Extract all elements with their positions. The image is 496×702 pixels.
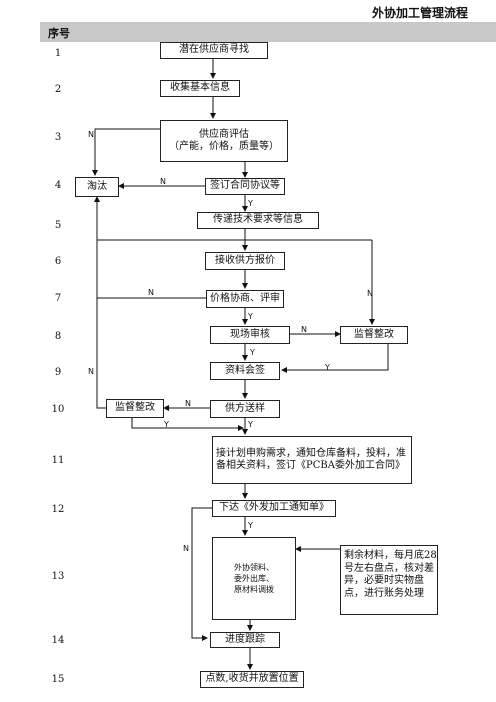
- material-line-2: 委外出库、: [234, 573, 274, 583]
- supervise-fix-right-step: 监督整改: [340, 326, 408, 344]
- row-number: 1: [54, 48, 62, 59]
- edge-label-yes: Y: [164, 420, 169, 429]
- edge-label-no: N: [367, 289, 373, 298]
- issue-notice-step: 下达《外发加工通知单》: [212, 500, 336, 517]
- row-number: 10: [51, 404, 65, 415]
- evaluate-title: 供应商评估: [199, 128, 249, 140]
- edge-label-yes: Y: [325, 363, 330, 372]
- receive-quote-step: 接收供方报价: [205, 252, 285, 270]
- progress-tracking-step: 进度跟踪: [210, 632, 280, 648]
- edge-label-no: N: [88, 130, 94, 139]
- edge-label-yes: Y: [248, 420, 253, 429]
- material-line-3: 原材料调拨: [234, 585, 274, 595]
- negotiate-price-step: 价格协商、评审: [206, 290, 284, 308]
- row-number: 14: [51, 635, 65, 646]
- site-audit-step: 现场审核: [210, 326, 290, 344]
- row-number: 5: [54, 220, 62, 231]
- evaluate-supplier-step: 供应商评估 （产能，价格，质量等）: [160, 120, 288, 162]
- edge-label-yes: Y: [250, 348, 255, 357]
- row-number: 9: [54, 367, 62, 378]
- edge-label-no: N: [183, 544, 189, 553]
- row-number: 15: [51, 674, 65, 685]
- row-number: 8: [54, 331, 62, 342]
- edge-label-no: N: [148, 288, 154, 297]
- evaluate-criteria: （产能，价格，质量等）: [169, 141, 279, 152]
- leftover-material-note: 剩余材料，每月底28号左右盘点，核对差异，必要时实物盘点，进行账务处理: [340, 545, 438, 615]
- countersign-step: 资料会签: [210, 362, 280, 380]
- sequence-column-header: 序号: [48, 27, 70, 40]
- purchase-request-step: 接计划申购需求，通知仓库备料，投料，准备相关资料，签订《PCBA委外加工合同》: [212, 436, 412, 484]
- pass-tech-requirements-step: 传递技术要求等信息: [197, 212, 319, 229]
- edge-label-no: N: [301, 325, 307, 334]
- eliminate-step: 淘汰: [75, 177, 119, 197]
- supplier-sample-step: 供方送样: [210, 400, 280, 418]
- row-number: 13: [51, 571, 65, 582]
- edge-label-no: N: [160, 177, 166, 186]
- sign-agreement-step: 签订合同协议等: [205, 178, 285, 195]
- row-number: 7: [54, 293, 62, 304]
- edge-label-yes: Y: [248, 199, 253, 208]
- row-number: 2: [54, 84, 62, 95]
- row-number: 3: [54, 132, 62, 143]
- supervise-fix-left-step: 监督整改: [106, 399, 164, 418]
- row-number: 12: [51, 504, 65, 515]
- edge-label-yes: Y: [248, 521, 253, 530]
- collect-info-step: 收集基本信息: [160, 80, 240, 97]
- edge-label-no: N: [88, 367, 94, 376]
- document-title: 外协加工管理流程: [372, 6, 469, 20]
- material-handling-step: 外协领料、 委外出库、 原材料调拨: [212, 537, 296, 620]
- row-number: 4: [54, 180, 62, 191]
- edge-label-no: N: [185, 399, 191, 408]
- find-supplier-step: 潜在供应商寻找: [160, 42, 268, 59]
- header-bar: [40, 22, 496, 42]
- edge-label-yes: Y: [248, 312, 253, 321]
- row-number: 11: [51, 455, 65, 466]
- receive-goods-step: 点数,收货并放置位置: [200, 671, 304, 688]
- row-number: 6: [54, 256, 62, 267]
- material-line-1: 外协领料、: [234, 562, 274, 572]
